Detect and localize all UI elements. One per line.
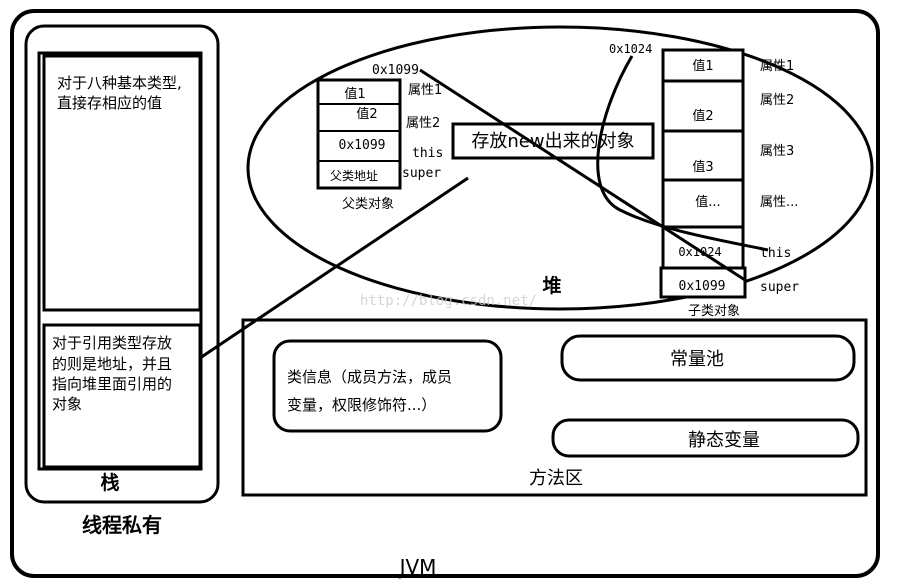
stack-label: 栈: [100, 471, 119, 494]
parent-attr-4: super: [402, 166, 441, 181]
reference-note-line-3: 指向堆里面引用的: [52, 375, 172, 393]
class-info-line-1: 类信息（成员方法，成员: [287, 368, 452, 386]
parent-cell-4: 父类地址: [330, 169, 378, 183]
child-cell-5: [661, 225, 745, 270]
primitive-note-line-1: 对于八种基本类型,: [57, 74, 182, 92]
child-value-3: 值3: [692, 159, 713, 175]
class-info-box: [272, 339, 503, 433]
child-value-1: 值1: [692, 58, 713, 74]
jvm-label: JVM: [398, 555, 437, 579]
child-cell-3: [661, 129, 745, 182]
heap-label: 堆: [542, 274, 561, 297]
child-attr-4: 属性...: [760, 195, 798, 210]
constant-pool-label: 常量池: [670, 349, 724, 370]
stack-reference-box: [42, 323, 202, 469]
heap-ellipse: [246, 25, 874, 311]
heap-callout-text: 存放new出来的对象: [471, 131, 634, 152]
child-value-6: 0x1099: [679, 279, 726, 294]
stack-primitive-box: [42, 54, 202, 312]
thread-private-label: 线程私有: [82, 513, 162, 537]
method-area-frame: [241, 318, 868, 497]
class-info-line-2: 变量，权限修饰符...）: [287, 396, 436, 414]
parent-cell-1: 值1: [344, 86, 365, 102]
watermark: http://blog.csdn.net/: [360, 293, 537, 309]
reference-note-line-1: 对于引用类型存放: [52, 334, 172, 352]
jvm-frame: [10, 9, 880, 578]
parent-address-label: 0x1099: [372, 63, 419, 78]
reference-note-line-2: 的则是地址，并且: [52, 355, 172, 373]
constant-pool-box: [560, 334, 856, 382]
static-vars-box: [551, 418, 860, 458]
parent-attr-3: this: [412, 146, 443, 161]
child-cell-6: [659, 266, 747, 299]
parent-attr-1: 属性1: [408, 83, 442, 98]
child-address-label: 0x1024: [609, 42, 652, 56]
child-object-caption: 子类对象: [688, 304, 740, 319]
stack-reference-arrow: [199, 176, 469, 360]
static-vars-label: 静态变量: [688, 430, 760, 451]
address-arrow-0x1024: [596, 55, 769, 252]
heap-callout-box: [451, 122, 655, 160]
thread-private-frame: [24, 24, 220, 504]
child-attr-3: 属性3: [760, 144, 794, 159]
child-value-4: 值...: [695, 194, 720, 210]
primitive-note-line-2: 直接存相应的值: [57, 94, 162, 112]
child-attr-2: 属性2: [760, 93, 794, 108]
address-arrow-0x1099: [419, 68, 746, 282]
parent-attr-2: 属性2: [406, 116, 440, 131]
method-area-label: 方法区: [529, 468, 583, 489]
child-cell-2: [661, 79, 745, 133]
parent-object-caption: 父类对象: [342, 197, 394, 212]
reference-note-line-4: 对象: [52, 395, 82, 413]
parent-cell-2: 值2: [356, 106, 377, 122]
child-attr-1: 属性1: [760, 59, 794, 74]
child-value-2: 值2: [692, 108, 713, 124]
child-attr-6: super: [760, 280, 799, 295]
child-cell-1: [661, 48, 745, 83]
parent-object-frame: [316, 78, 402, 190]
parent-cell-3: 0x1099: [339, 138, 386, 153]
